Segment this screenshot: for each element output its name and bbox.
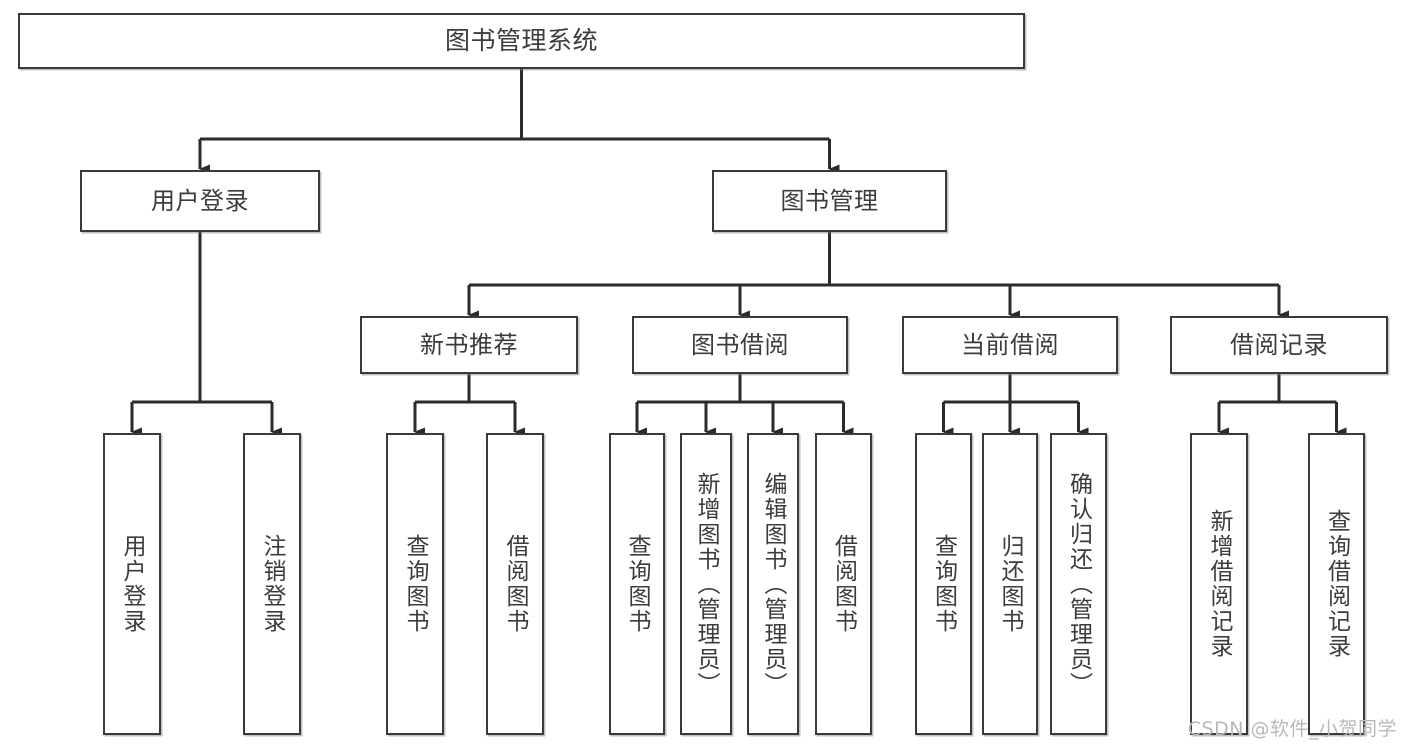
node-leaf-add-book[interactable]: 新增图书（管理员） (680, 433, 732, 735)
node-label: 新书推荐 (420, 330, 518, 359)
node-label: 当前借阅 (961, 330, 1059, 359)
node-borrow-record[interactable]: 借阅记录 (1170, 316, 1388, 374)
node-label: 图书管理 (780, 186, 879, 215)
node-leaf-logout[interactable]: 注销登录 (243, 433, 301, 735)
node-leaf-query-book-2[interactable]: 查询图书 (609, 433, 665, 735)
node-label: 借阅记录 (1230, 330, 1328, 359)
node-current-borrow[interactable]: 当前借阅 (902, 316, 1118, 374)
node-label: 用户登录 (151, 186, 249, 215)
node-root-图书管理系统[interactable]: 图书管理系统 (18, 13, 1025, 69)
node-leaf-query-book-3[interactable]: 查询图书 (915, 433, 972, 735)
node-leaf-borrow-book-2[interactable]: 借阅图书 (815, 433, 872, 735)
node-book-borrow[interactable]: 图书借阅 (632, 316, 848, 374)
node-leaf-borrow-book-1[interactable]: 借阅图书 (486, 433, 544, 735)
node-label: 借阅图书 (830, 534, 857, 634)
node-leaf-user-login[interactable]: 用户登录 (103, 433, 161, 735)
node-leaf-confirm-return[interactable]: 确认归还（管理员） (1050, 433, 1107, 735)
node-label: 新增借阅记录 (1206, 509, 1233, 659)
node-label: 注销登录 (259, 534, 286, 634)
node-label: 查询图书 (402, 534, 429, 634)
node-label: 确认归还（管理员） (1065, 471, 1092, 697)
node-leaf-query-book-1[interactable]: 查询图书 (386, 433, 444, 735)
node-leaf-query-record[interactable]: 查询借阅记录 (1308, 433, 1365, 735)
node-label: 借阅图书 (502, 534, 529, 634)
node-label: 用户登录 (119, 534, 146, 634)
node-label: 编辑图书（管理员） (760, 471, 787, 697)
node-leaf-return-book[interactable]: 归还图书 (982, 433, 1038, 735)
node-new-book-recommend[interactable]: 新书推荐 (360, 316, 578, 374)
node-label: 图书管理系统 (444, 26, 598, 56)
node-label: 查询图书 (930, 534, 957, 634)
node-label: 查询图书 (624, 534, 651, 634)
node-label: 查询借阅记录 (1323, 509, 1350, 659)
node-leaf-edit-book[interactable]: 编辑图书（管理员） (747, 433, 799, 735)
node-user-login[interactable]: 用户登录 (80, 170, 320, 232)
node-label: 新增图书（管理员） (693, 471, 720, 697)
watermark-text: CSDN @软件_小贺同学 (1187, 718, 1397, 740)
node-label: 归还图书 (997, 534, 1024, 634)
node-label: 图书借阅 (691, 330, 789, 359)
node-book-manage[interactable]: 图书管理 (712, 170, 947, 232)
node-leaf-add-record[interactable]: 新增借阅记录 (1190, 433, 1248, 735)
